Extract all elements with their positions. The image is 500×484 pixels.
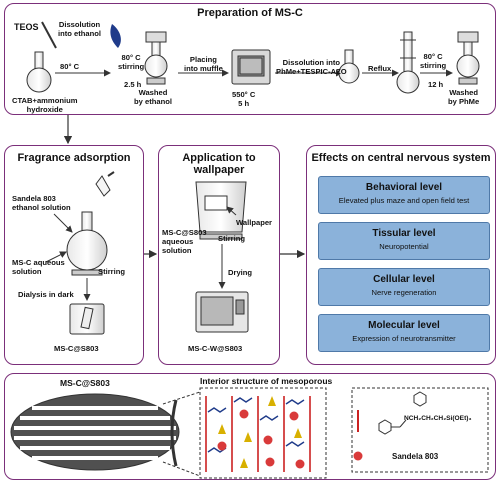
pipette-icon	[41, 21, 57, 49]
label-temp-3: 80° C stirring	[420, 52, 447, 70]
label-placing: Placing into muffle	[184, 55, 223, 73]
drying-oven-icon	[195, 291, 249, 333]
label-temp-2: 80° C stirring	[118, 53, 145, 71]
label-reflux: Reflux	[368, 64, 392, 73]
level-tissular-title: Tissular level	[372, 228, 436, 239]
level-behavioral: Behavioral level Elevated plus maze and …	[318, 176, 490, 214]
round-flask-fragrance	[66, 211, 108, 276]
zoom-lens	[170, 399, 178, 467]
ink-drop-icon	[110, 24, 121, 48]
label-sandela-legend: Sandela 803	[392, 452, 439, 461]
flask-ctab	[26, 51, 52, 93]
azo-chains	[207, 397, 305, 453]
label-msc-aqueous: MS-C aqueous solution	[12, 258, 65, 276]
label-interior-title: Interior structure of mesoporous	[200, 376, 333, 386]
effects-title: Effects on central nervous system	[311, 152, 491, 164]
label-msc-s803: MS-C@S803	[54, 344, 99, 353]
label-structure-msc: MS-C@S803	[60, 378, 110, 388]
arrow-sandela	[53, 213, 73, 233]
label-sandela-solution: Sandela 803 ethanol solution	[12, 194, 71, 212]
label-washed-phme: Washed by PhMe	[448, 88, 480, 106]
level-molecular-title: Molecular level	[368, 320, 440, 331]
level-molecular: Molecular level Expression of neurotrans…	[318, 314, 490, 352]
label-stirring-fragrance: Stirring	[98, 267, 126, 276]
pore-walls	[205, 396, 311, 472]
label-dissolution-ethanol: Dissolution into ethanol	[58, 20, 102, 38]
reflux-condenser-icon	[396, 31, 420, 94]
level-molecular-desc: Expression of neurotransmitter	[352, 334, 456, 343]
label-washed-ethanol: Washed by ethanol	[134, 88, 172, 106]
benzene-icon	[413, 391, 427, 407]
level-behavioral-desc: Elevated plus maze and open field test	[338, 196, 470, 205]
label-teos: TEOS	[14, 22, 39, 32]
zoom-line-top	[162, 391, 201, 405]
legend-box	[351, 387, 489, 473]
wallpaper-title: Application to wallpaper	[182, 152, 256, 176]
label-msc-w-s803: MS-C-W@S803	[188, 344, 243, 353]
mesoporous-particle	[10, 393, 180, 471]
legend-red-sphere	[353, 451, 363, 461]
molecule-structure	[378, 419, 407, 435]
dropper-bottle-icon	[95, 171, 115, 197]
level-tissular-desc: Neuropotential	[379, 242, 429, 251]
level-behavioral-title: Behavioral level	[365, 182, 443, 193]
label-msc-s803-aqueous: MS-C@S803 aqueous solution	[162, 228, 207, 255]
stir-flask-2	[456, 31, 480, 85]
beaker-dialysis	[69, 303, 105, 335]
muffle-furnace-icon	[231, 49, 271, 85]
level-cellular-desc: Nerve regeneration	[371, 288, 437, 297]
label-time-3: 12 h	[428, 80, 444, 89]
label-wallpaper: Wallpaper	[236, 218, 273, 227]
stir-flask-1	[144, 31, 168, 85]
arrow-wallpaper-label	[226, 206, 237, 216]
label-time-1: 2.5 h	[124, 80, 142, 89]
label-ctab: CTAB+ammonium hydroxide	[12, 96, 78, 114]
level-tissular: Tissular level Neuropotential	[318, 222, 490, 260]
level-cellular: Cellular level Nerve regeneration	[318, 268, 490, 306]
label-dialysis: Dialysis in dark	[18, 290, 74, 299]
red-spheres	[217, 409, 305, 469]
preparation-title: Preparation of MS-C	[197, 7, 303, 19]
arrow-msc-aqueous	[45, 251, 67, 263]
level-cellular-title: Cellular level	[373, 274, 435, 285]
label-muffle-temp: 550° C 5 h	[232, 90, 256, 108]
sandela-molecules	[218, 396, 302, 468]
label-molecule-formula: NCH₂CH₂CH₂Si(OEt)₃	[404, 415, 472, 422]
label-dissolution-phme: Dissolution into PhMe+TESPIC-AZO	[276, 58, 347, 76]
fragrance-title: Fragrance adsorption	[17, 152, 131, 164]
label-temp-1: 80° C	[60, 62, 80, 71]
beaker-wallpaper	[195, 181, 247, 240]
flask-dissolution	[338, 49, 360, 84]
label-stirring-wallpaper: Stirring	[218, 234, 246, 243]
label-drying: Drying	[228, 268, 253, 277]
zoom-line-bottom	[162, 461, 201, 477]
